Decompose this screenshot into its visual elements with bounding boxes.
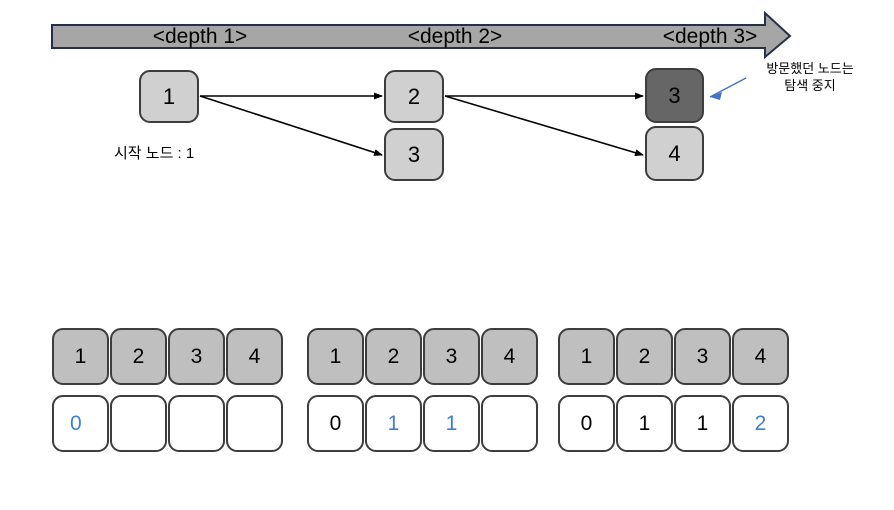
- table-value-cell: [481, 395, 538, 452]
- depth-banner: <depth 1> <depth 2> <depth 3>: [0, 0, 894, 70]
- table-header-cell: 3: [423, 328, 480, 385]
- table-value-cell: [110, 395, 167, 452]
- depth-arrow-shape: [51, 10, 792, 60]
- table-value-cell: 1: [674, 395, 731, 452]
- table-header-cell: 4: [481, 328, 538, 385]
- table-header-cell: 3: [168, 328, 225, 385]
- graph-node-2[interactable]: 2: [384, 70, 444, 123]
- table-value-cell: [168, 395, 225, 452]
- table-header-cell: 2: [110, 328, 167, 385]
- depth-label-3: <depth 3>: [662, 25, 758, 48]
- graph-edges: [199, 77, 747, 157]
- edge-2-to-4: [444, 95, 644, 157]
- table-value-row: 0 1 1: [307, 395, 539, 452]
- depth-label-1: <depth 1>: [152, 25, 248, 48]
- note-pointer-arrowhead-icon: [710, 92, 722, 100]
- graph-node-4[interactable]: 4: [645, 126, 704, 181]
- visited-node-note: 방문했던 노드는 탐색 중지: [766, 61, 854, 93]
- depth-label-2: <depth 2>: [407, 25, 503, 48]
- note-pointer-line: [709, 77, 747, 98]
- table-header-row: 1 2 3 4: [307, 328, 539, 385]
- table-value-cell: 2: [732, 395, 789, 452]
- table-header-cell: 1: [558, 328, 615, 385]
- table-header-row: 1 2 3 4: [558, 328, 790, 385]
- edge-1-to-3: [199, 95, 383, 156]
- graph-node-3-visited[interactable]: 3: [645, 68, 704, 123]
- table-value-cell: 0: [52, 395, 109, 452]
- table-value-row: 0: [52, 395, 284, 452]
- table-value-cell: 1: [616, 395, 673, 452]
- table-header-cell: 4: [226, 328, 283, 385]
- table-header-cell: 1: [307, 328, 364, 385]
- table-header-cell: 1: [52, 328, 109, 385]
- table-value-cell: 0: [558, 395, 615, 452]
- table-value-cell: [226, 395, 283, 452]
- table-header-row: 1 2 3 4: [52, 328, 284, 385]
- table-header-cell: 3: [674, 328, 731, 385]
- table-header-cell: 2: [616, 328, 673, 385]
- graph-node-3[interactable]: 3: [384, 128, 444, 181]
- table-value-cell: 0: [307, 395, 364, 452]
- table-header-cell: 4: [732, 328, 789, 385]
- table-value-cell: 1: [423, 395, 480, 452]
- graph-node-1[interactable]: 1: [139, 70, 199, 123]
- start-node-label: 시작 노드 : 1: [114, 145, 195, 162]
- table-value-cell: 1: [365, 395, 422, 452]
- table-value-row: 0 1 1 2: [558, 395, 790, 452]
- table-header-cell: 2: [365, 328, 422, 385]
- right-arrow-icon: [51, 10, 792, 60]
